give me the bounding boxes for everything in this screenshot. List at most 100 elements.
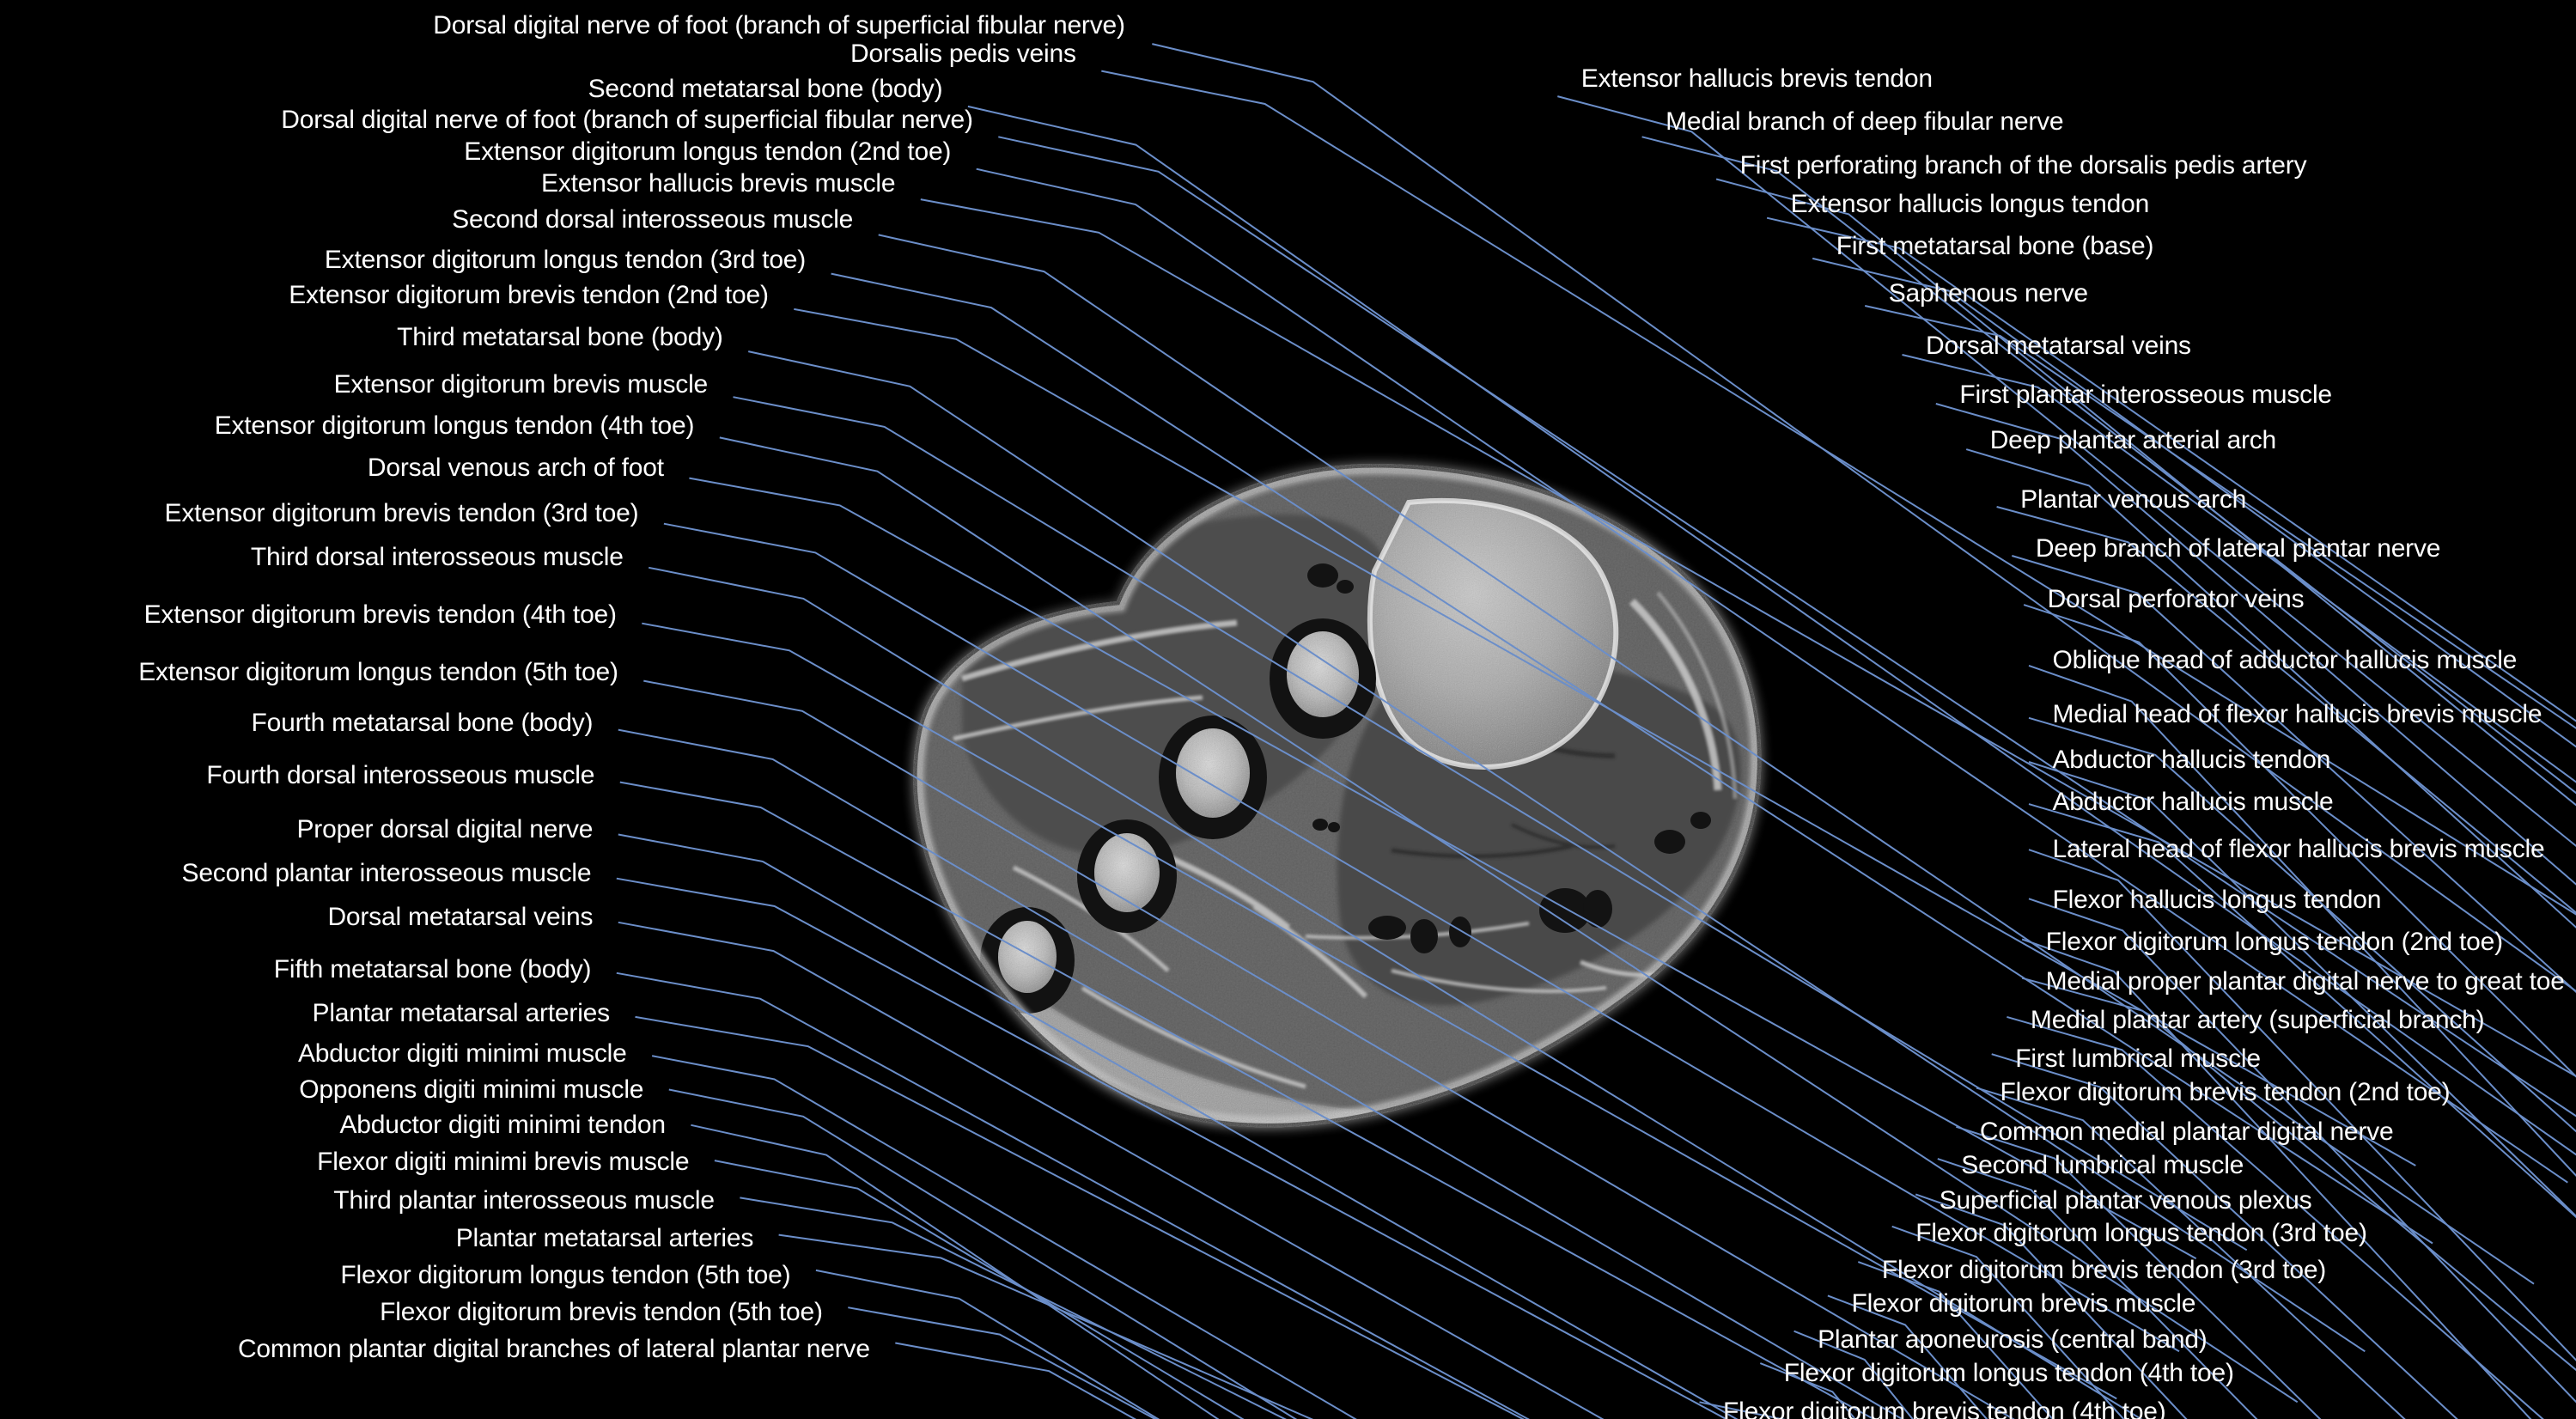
- leader-line: [635, 1015, 1525, 1419]
- leader-line: [878, 234, 2535, 1285]
- anatomy-label: Deep branch of lateral plantar nerve: [2035, 534, 2441, 563]
- leader-line: [618, 921, 1605, 1419]
- leader-line: [2021, 977, 2576, 1372]
- anatomy-label: Flexor digitorum brevis tendon (5th toe): [380, 1298, 823, 1327]
- anatomy-label: Fourth metatarsal bone (body): [251, 708, 594, 737]
- anatomy-label: Medial branch of deep fibular nerve: [1666, 107, 2064, 136]
- anatomy-label: Flexor digitorum brevis tendon (2nd toe): [2000, 1078, 2451, 1107]
- leader-line: [689, 477, 2197, 1260]
- anatomy-label: Abductor digiti minimi tendon: [339, 1110, 666, 1139]
- leader-line: [1891, 1225, 2125, 1419]
- anatomy-label: Second metatarsal bone (body): [588, 75, 943, 104]
- anatomy-label: Flexor hallucis longus tendon: [2052, 886, 2382, 915]
- leader-line: [1759, 1362, 1856, 1419]
- anatomy-label: Extensor digitorum brevis tendon (2nd to…: [289, 281, 769, 310]
- anatomy-label: Proper dorsal digital nerve: [296, 814, 594, 843]
- anatomy-label: First perforating branch of the dorsalis…: [1739, 150, 2307, 180]
- leader-line: [733, 396, 2248, 1252]
- leader-line: [998, 136, 2576, 1118]
- leader-line: [1991, 1053, 2458, 1419]
- anatomy-label: Medial plantar artery (superficial branc…: [2030, 1005, 2485, 1034]
- leader-line: [2028, 849, 2576, 1361]
- anatomy-label: Abductor hallucis tendon: [2052, 746, 2331, 774]
- leader-line: [1715, 178, 2576, 807]
- leader-line: [1812, 257, 2576, 748]
- anatomy-label: Flexor digitorum brevis tendon (3rd toe): [1881, 1255, 2327, 1284]
- leader-line: [831, 272, 2433, 1245]
- anatomy-label: Fourth dorsal interosseous muscle: [206, 760, 595, 789]
- anatomy-label: Third metatarsal bone (body): [397, 323, 723, 352]
- leader-line: [651, 1055, 1357, 1419]
- leader-line: [2028, 803, 2576, 1219]
- anatomy-label: Dorsal metatarsal veins: [1926, 332, 2191, 361]
- leader-line: [1915, 1193, 2188, 1419]
- anatomy-label: Oblique head of adductor hallucis muscle: [2052, 645, 2518, 674]
- leader-line: [668, 1088, 1298, 1419]
- anatomy-label: Third plantar interosseous muscle: [333, 1186, 715, 1215]
- leader-line: [794, 308, 2416, 1166]
- anatomy-label: Extensor digitorum longus tendon (4th to…: [214, 411, 695, 440]
- anatomy-label: Third dorsal interosseous muscle: [250, 543, 624, 571]
- leader-line: [1827, 1294, 1988, 1419]
- leader-line: [649, 566, 2143, 1419]
- anatomy-label: First plantar interosseous muscle: [1959, 381, 2332, 410]
- leader-line: [848, 1306, 1157, 1419]
- leader-line: [691, 1124, 1220, 1419]
- anatomy-label: Fifth metatarsal bone (body): [273, 954, 592, 984]
- leader-line: [2007, 1015, 2544, 1419]
- anatomy-label: Second plantar interosseous muscle: [181, 858, 592, 887]
- anatomy-label: Extensor hallucis brevis tendon: [1580, 64, 1933, 94]
- leader-line: [714, 1160, 1245, 1419]
- anatomy-label: Extensor hallucis longus tendon: [1790, 189, 2150, 218]
- anatomy-label: Flexor digitorum longus tendon (3rd toe): [1915, 1218, 2367, 1247]
- anatomy-label: Abductor hallucis muscle: [2052, 788, 2334, 817]
- leader-line: [643, 679, 2015, 1419]
- anatomy-label: Plantar venous arch: [2020, 485, 2247, 515]
- anatomy-label: Lateral head of flexor hallucis brevis m…: [2052, 835, 2545, 864]
- anatomy-label: Extensor hallucis brevis muscle: [541, 169, 896, 198]
- anatomy-label: Flexor digitorum longus tendon (2nd toe): [2045, 928, 2504, 957]
- leader-line: [1996, 506, 2576, 914]
- leader-line: [778, 1233, 1314, 1419]
- anatomy-label: First lumbrical muscle: [2015, 1044, 2261, 1074]
- leader-line: [1902, 354, 2576, 783]
- anatomy-label: Flexor digitorum longus tendon (4th toe): [1783, 1358, 2234, 1387]
- leader-line: [2028, 761, 2576, 1217]
- leader-line: [2028, 664, 2576, 1177]
- leader-line: [2023, 604, 2576, 1078]
- leader-line: [616, 877, 1728, 1419]
- anatomy-label: Medial proper plantar digital nerve to g…: [2045, 966, 2565, 996]
- anatomy-label: Saphenous nerve: [1888, 279, 2088, 308]
- leader-line: [1956, 1125, 2322, 1419]
- leader-line: [2021, 938, 2532, 1419]
- leader-line: [747, 350, 2366, 1353]
- leader-line: [815, 1269, 1160, 1419]
- leader-line: [719, 436, 2299, 1404]
- leader-line: [618, 833, 1739, 1419]
- leader-line: [1699, 1401, 1786, 1419]
- anatomy-label: Dorsal perforator veins: [2047, 585, 2305, 614]
- anatomy-label: Plantar metatarsal arteries: [312, 999, 611, 1027]
- anatomy-label: Extensor digitorum longus tendon (5th to…: [138, 657, 618, 686]
- anatomy-label: Plantar metatarsal arteries: [455, 1223, 754, 1252]
- anatomy-label: Plantar aponeurosis (central band): [1818, 1325, 2208, 1354]
- leader-line: [1793, 1330, 1914, 1419]
- leader-line: [1864, 305, 2576, 729]
- anatomy-label: Extensor digitorum longus tendon (3rd to…: [324, 245, 807, 274]
- anatomy-label: Flexor digitorum brevis tendon (4th toe): [1723, 1398, 2166, 1419]
- leader-line: [1557, 95, 2576, 848]
- leader-line: [2012, 555, 2576, 993]
- anatomy-label: Dorsalis pedis veins: [850, 39, 1076, 68]
- leader-line: [967, 105, 2576, 1156]
- anatomy-label: Second dorsal interosseous muscle: [452, 204, 854, 234]
- leader-line: [1101, 70, 2576, 916]
- anatomy-label: Opponens digiti minimi muscle: [299, 1075, 644, 1104]
- anatomy-label: Deep plantar arterial arch: [1989, 426, 2277, 455]
- leader-line: [1152, 43, 2576, 993]
- leader-line: [920, 198, 2576, 1078]
- anatomy-label: First metatarsal bone (base): [1836, 232, 2154, 261]
- leader-line: [976, 167, 2568, 1184]
- anatomy-label: Dorsal metatarsal veins: [327, 902, 594, 931]
